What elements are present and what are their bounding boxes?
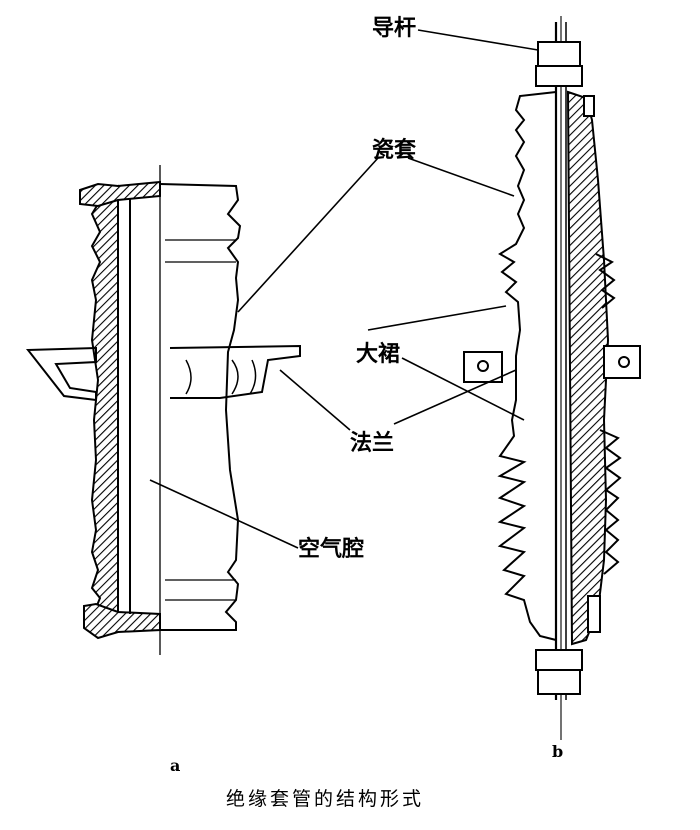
bottom-cap-a [83, 602, 161, 640]
top-nut-b [537, 41, 581, 67]
flange-plate-b [463, 351, 503, 383]
bushing-b [463, 16, 641, 740]
leader-lines [149, 29, 539, 549]
flange-plate-a [25, 346, 97, 402]
bottom-nut-b [535, 649, 583, 671]
air-cavity-label: 空气腔 [298, 537, 365, 562]
top-cap-a [79, 180, 161, 208]
porcelain-wall-a [90, 184, 119, 627]
porcelain-outline-a [159, 183, 242, 631]
large-skirt-label: 大裙 [356, 342, 401, 367]
flange-ring-a [169, 344, 301, 399]
sublabel-a: a [170, 756, 181, 775]
sublabel-b: b [552, 742, 564, 761]
flange-label: 法兰 [350, 431, 395, 456]
figure-caption: 绝缘套管的结构形式 [226, 788, 425, 810]
porcelain-shell-label: 瓷套 [372, 138, 417, 163]
porcelain-outline-b [497, 91, 557, 641]
conductor-rod-label: 导杆 [372, 16, 417, 41]
bushing-a [25, 165, 301, 655]
porcelain-wall-b [566, 90, 610, 646]
